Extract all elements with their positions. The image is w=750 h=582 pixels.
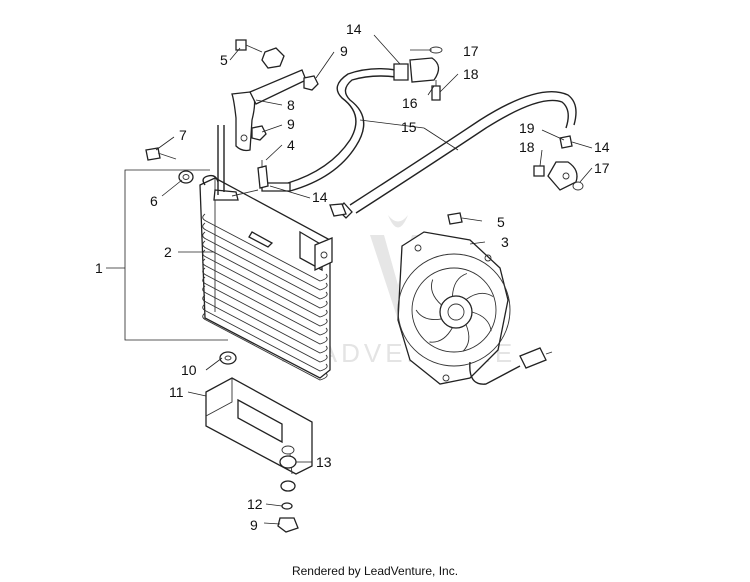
fan-blade <box>471 311 492 332</box>
fitting-right <box>533 135 584 191</box>
callout-3: 3 <box>501 234 509 250</box>
callout-18-top: 18 <box>463 66 479 82</box>
hoses <box>287 67 577 219</box>
cooler-fin <box>202 267 328 336</box>
callout-12: 12 <box>247 496 263 512</box>
clamp-4 <box>257 160 269 189</box>
callout-11: 11 <box>169 384 184 400</box>
fan-blade <box>465 292 494 300</box>
bolt-top <box>235 39 285 69</box>
callout-16: 16 <box>402 95 418 111</box>
callout-14-right: 14 <box>594 139 610 155</box>
cooler-fin <box>202 222 328 291</box>
callout-14-top: 14 <box>346 21 362 37</box>
cooler-fin <box>202 231 328 300</box>
callout-14-mid: 14 <box>312 189 328 205</box>
callout-5-top: 5 <box>220 52 228 68</box>
callout-13: 13 <box>316 454 332 470</box>
callout-10: 10 <box>181 362 197 378</box>
cooler-fin <box>202 240 328 309</box>
mount-bracket <box>217 69 307 195</box>
cooler-fin <box>202 294 328 363</box>
fan-blade <box>429 327 453 343</box>
cooler-fin <box>202 285 328 354</box>
oil-cooler <box>199 174 333 381</box>
callout-5-fan: 5 <box>497 214 505 230</box>
grommet-and-bolt <box>145 147 194 184</box>
callout-9-top: 9 <box>340 43 348 59</box>
fan-blade <box>451 273 468 297</box>
callout-8: 8 <box>287 97 295 113</box>
fan-assembly <box>397 212 553 385</box>
fan-blade <box>431 279 442 306</box>
callout-18-right: 18 <box>519 139 535 155</box>
fan-blade <box>415 309 442 320</box>
cooler-fin <box>202 213 328 282</box>
callout-4: 4 <box>287 137 295 153</box>
callout-2: 2 <box>164 244 172 260</box>
cooler-fin <box>202 258 328 327</box>
cooler-fin <box>202 276 328 345</box>
footer-credit: Rendered by LeadVenture, Inc. <box>291 564 459 578</box>
callout-19: 19 <box>519 120 535 136</box>
callout-7: 7 <box>179 127 187 143</box>
callout-17-top: 17 <box>463 43 479 59</box>
callout-1: 1 <box>95 260 103 276</box>
leader-lines <box>155 34 593 525</box>
callout-15: 15 <box>401 119 417 135</box>
cooler-fin <box>202 303 328 372</box>
callout-17-right: 17 <box>594 160 610 176</box>
callout-9-mid: 9 <box>287 116 295 132</box>
callout-6: 6 <box>150 193 158 209</box>
assembly-bracket-1 <box>106 169 228 341</box>
callout-9-bottom: 9 <box>250 517 258 533</box>
nuts <box>251 75 319 141</box>
fan-blade <box>462 324 470 352</box>
lower-hardware <box>219 351 299 533</box>
callouts: 1 2 3 4 5 5 6 7 8 9 9 9 10 11 12 13 14 1… <box>95 21 610 533</box>
fitting-top <box>393 46 443 101</box>
cooler-fin <box>202 312 328 381</box>
